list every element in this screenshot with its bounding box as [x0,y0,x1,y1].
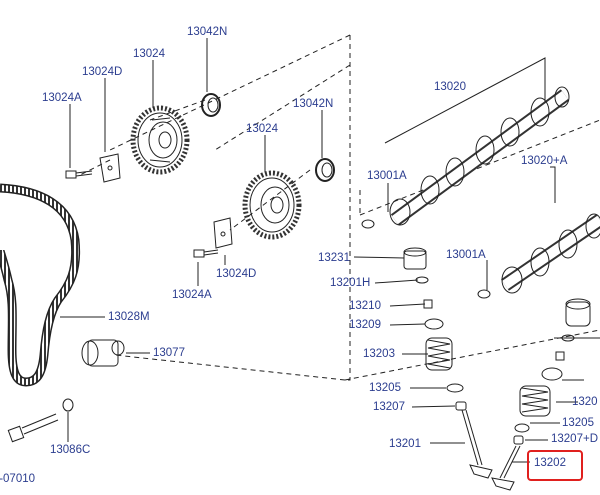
spring-retainer [424,318,444,330]
exhaust-valve [491,445,521,491]
label-13205-right: 13205 [562,417,594,429]
valve-collets [423,299,433,309]
label-13024-upper: 13024 [133,48,165,60]
camshaft-upper [389,86,570,226]
label-13001a-lower: 13001A [446,249,486,261]
label-13020a: 13020+A [521,155,568,167]
cam-sprocket-lower [242,170,302,240]
valve-lifter [403,247,427,270]
timing-belt [0,183,81,387]
label-13024a-lower: 13024A [172,289,212,301]
label-13077: 13077 [153,347,185,359]
valve-stem-seal [446,383,464,393]
highlight-box-13202 [527,450,583,481]
label-13209: 13209 [349,319,381,331]
dowel-pin-lower [477,289,491,299]
label-13028m: 13028M [108,311,150,323]
label-13086c: 13086C [50,444,91,456]
label-13207: 13207 [373,401,405,413]
label-13020: 13020 [434,81,466,93]
cam-sprocket-upper [130,105,190,175]
label-13201h: 13201H [330,277,371,289]
label-13024d-upper: 13024D [82,66,123,78]
label-1320-truncated: 1320 [572,396,598,408]
label-13202-highlighted[interactable]: 13202 [534,457,566,469]
label-13024d-lower: 13024D [216,268,257,280]
oil-seal-lower [315,158,335,182]
label-13042n-upper: 13042N [187,26,228,38]
label-13210: 13210 [349,300,381,312]
leader-lines [60,38,600,463]
label-13203: 13203 [363,348,395,360]
bolt-upper [65,170,93,179]
label-13207d: 13207+D [551,433,598,445]
label-13205-left: 13205 [369,382,401,394]
belt-tensioner [81,339,125,367]
valve-stack-right [513,298,591,445]
bracket-upper [99,153,121,183]
spring-seat [455,401,467,411]
label-13042n-lower: 13042N [293,98,334,110]
assembly-frame-lines [79,34,600,381]
oil-seal-upper [201,93,221,117]
label-13201: 13201 [389,438,421,450]
camshaft-lower [501,213,600,294]
label-13231: 13231 [318,252,350,264]
label-13024-lower: 13024 [246,123,278,135]
bolt-lower [193,249,219,258]
label-13024a-upper: 13024A [42,92,82,104]
label-07010: I-07010 [0,473,36,485]
label-13001a-upper: 13001A [367,170,407,182]
valve [461,409,493,479]
valve-spring [425,337,453,371]
dowel-pin-upper [361,219,375,229]
tensioner-bolt [7,398,74,443]
bracket-lower [213,217,233,249]
